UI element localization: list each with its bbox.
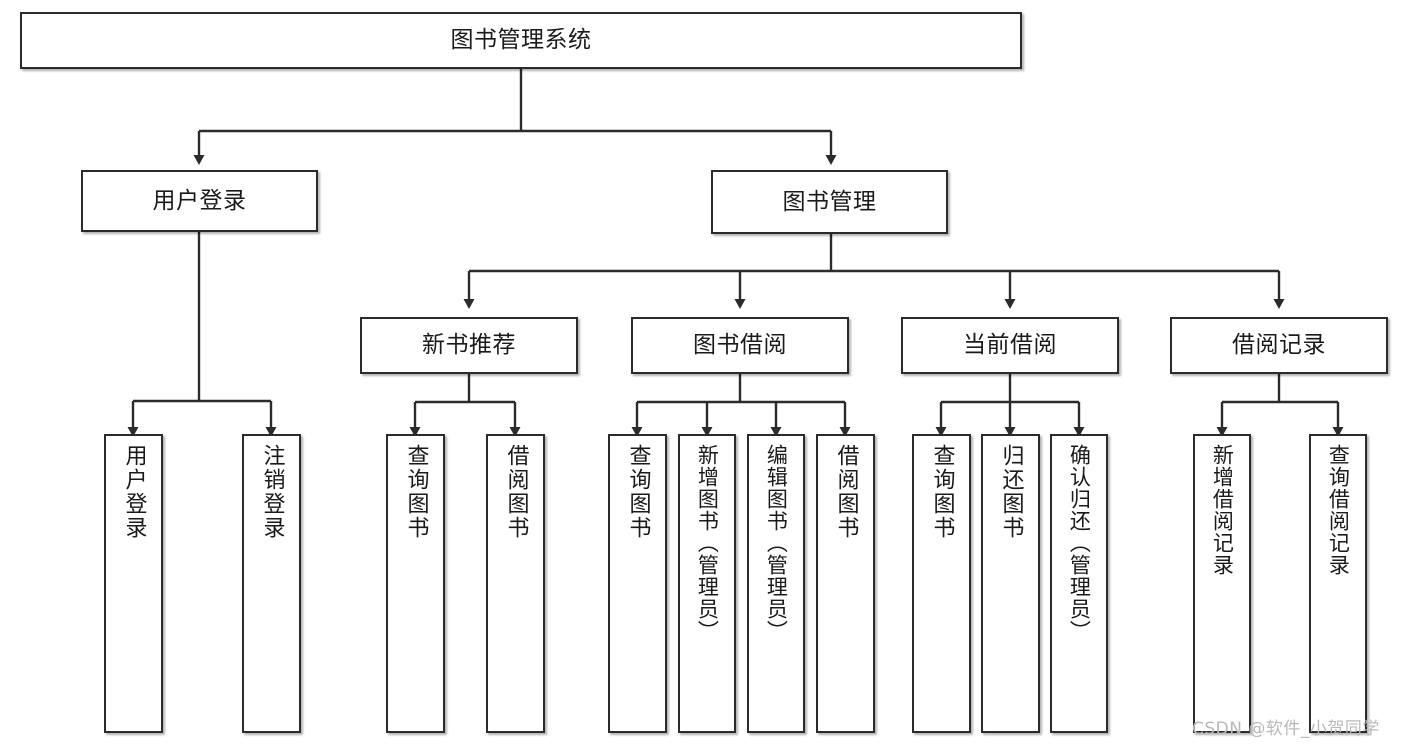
node-leaf-query-books-current[interactable]: 查询图书	[912, 434, 971, 733]
node-book-borrowing[interactable]: 图书借阅	[631, 317, 849, 374]
node-label: 查询借阅记录	[1326, 444, 1351, 576]
node-leaf-borrow-books[interactable]: 借阅图书	[816, 434, 875, 733]
node-label: 新书推荐	[422, 332, 516, 359]
node-label: 图书借阅	[693, 332, 787, 359]
node-leaf-confirm-return-admin[interactable]: 确认归还（管理员）	[1050, 434, 1108, 733]
node-leaf-return-books[interactable]: 归还图书	[981, 434, 1040, 733]
node-leaf-query-books-borrow[interactable]: 查询图书	[608, 434, 667, 733]
node-label: 新增图书（管理员）	[695, 444, 720, 642]
node-label: 图书管理	[782, 188, 877, 215]
node-label: 注销登录	[259, 444, 285, 540]
node-label: 借阅记录	[1232, 332, 1326, 359]
watermark-csdn: CSDN @软件_小贺同学	[1192, 719, 1380, 739]
node-root-book-management-system[interactable]: 图书管理系统	[20, 12, 1022, 69]
node-leaf-borrow-books-recommend[interactable]: 借阅图书	[486, 434, 545, 733]
node-label: 查询图书	[403, 444, 429, 540]
node-borrow-records[interactable]: 借阅记录	[1170, 317, 1388, 374]
node-label: 确认归还（管理员）	[1067, 444, 1092, 642]
node-leaf-add-borrow-record[interactable]: 新增借阅记录	[1193, 434, 1251, 733]
node-label: 查询图书	[929, 444, 955, 540]
node-label: 当前借阅	[963, 332, 1057, 359]
node-leaf-query-books-recommend[interactable]: 查询图书	[386, 434, 445, 733]
node-label: 用户登录	[121, 444, 147, 540]
node-label: 编辑图书（管理员）	[764, 444, 789, 642]
node-leaf-edit-book-admin[interactable]: 编辑图书（管理员）	[747, 434, 805, 733]
node-leaf-user-login[interactable]: 用户登录	[104, 434, 163, 733]
node-label: 归还图书	[998, 444, 1024, 540]
node-leaf-query-borrow-record[interactable]: 查询借阅记录	[1309, 434, 1367, 733]
node-label: 图书管理系统	[450, 27, 592, 54]
node-label: 新增借阅记录	[1210, 444, 1235, 576]
node-label: 借阅图书	[833, 444, 859, 540]
node-leaf-logout[interactable]: 注销登录	[242, 434, 301, 733]
node-label: 用户登录	[152, 187, 247, 214]
node-new-book-recommendation[interactable]: 新书推荐	[360, 317, 578, 374]
node-label: 借阅图书	[503, 444, 529, 540]
node-label: 查询图书	[625, 444, 651, 540]
node-current-borrowing[interactable]: 当前借阅	[901, 317, 1119, 374]
node-leaf-add-book-admin[interactable]: 新增图书（管理员）	[678, 434, 736, 733]
node-book-management[interactable]: 图书管理	[711, 170, 948, 234]
node-user-login[interactable]: 用户登录	[81, 170, 318, 232]
